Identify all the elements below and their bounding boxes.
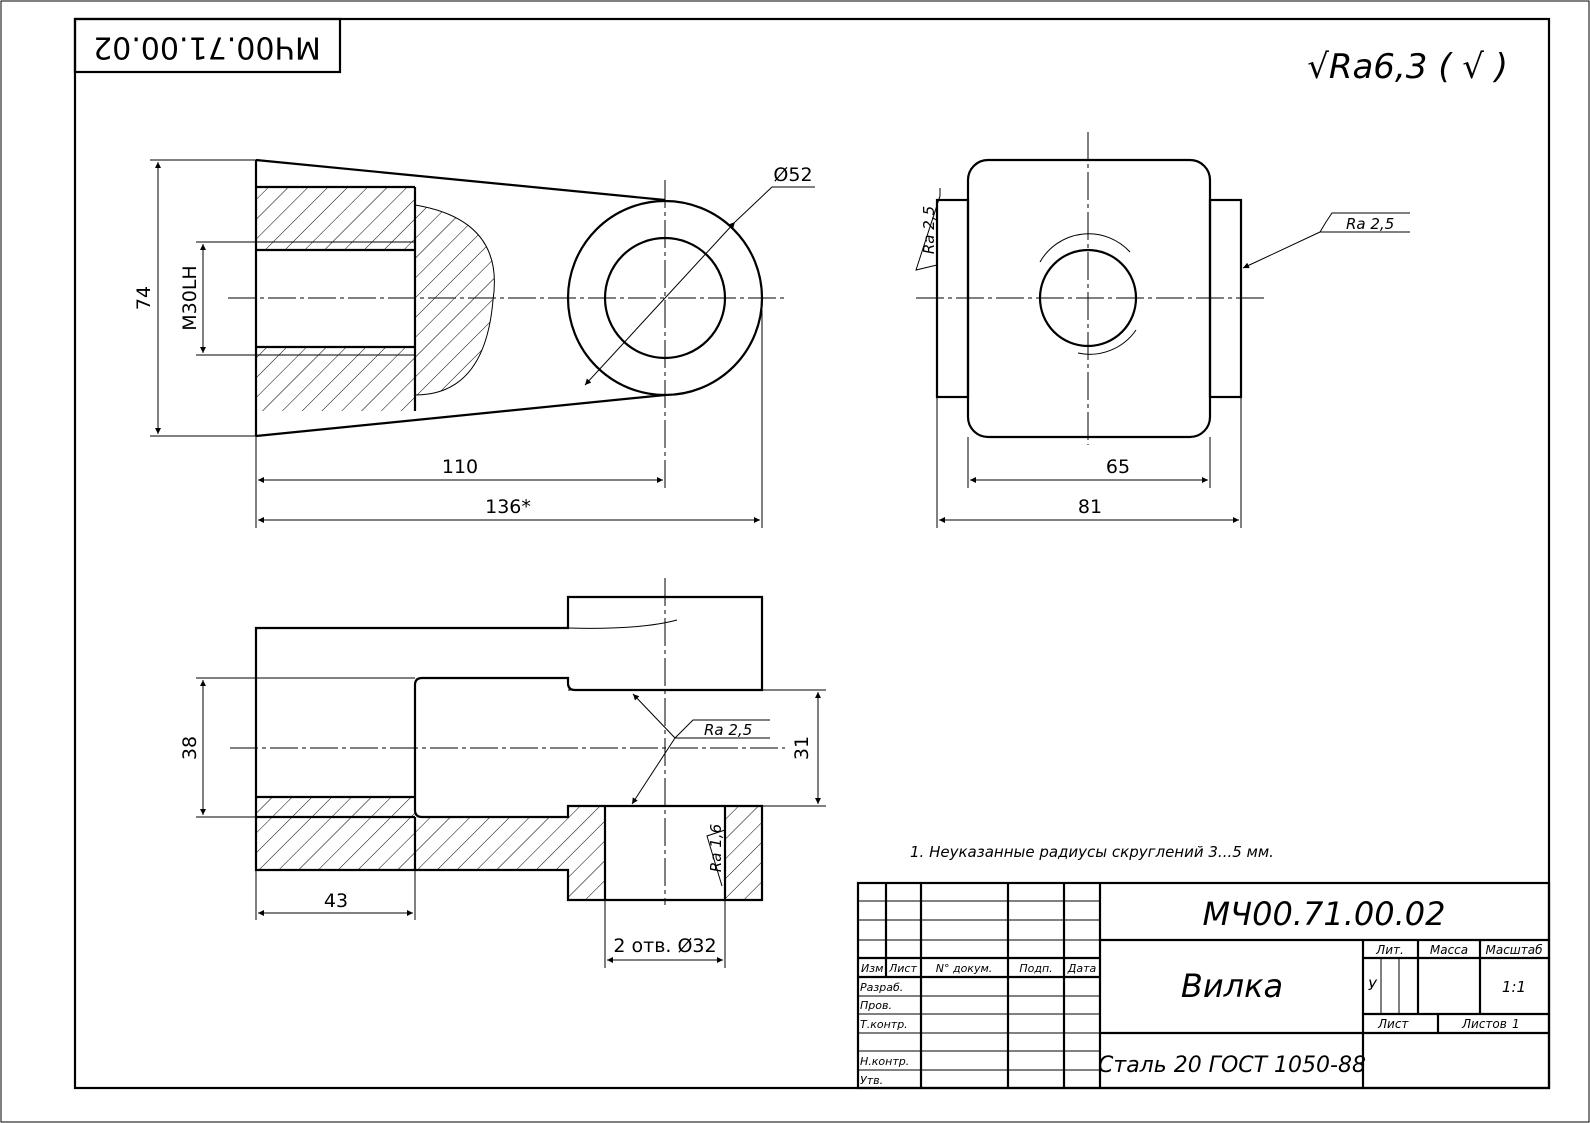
dim-136: 136*: [485, 496, 531, 518]
sheets-label: Листов: [1461, 1017, 1507, 1031]
scale-label: Масштаб: [1485, 943, 1543, 957]
front-view: 74 M30LH 110 136* Ø52: [133, 158, 815, 528]
header-date: Дата: [1067, 962, 1097, 975]
ra16: Ra 1,6: [707, 824, 725, 872]
dim-m30lh: M30LH: [179, 265, 201, 330]
material: Сталь 20 ГОСТ 1050-88: [1098, 1053, 1366, 1078]
doc-code: МЧ00.71.00.02: [1203, 895, 1446, 933]
role-tkontr: Т.контр.: [860, 1018, 908, 1031]
sheet-label: Лист: [1377, 1017, 1409, 1031]
mass-label: Масса: [1430, 943, 1468, 957]
side-view: 65 81 Ra 2,5 Ra 2,5: [915, 132, 1410, 528]
scale-value: 1:1: [1502, 978, 1526, 996]
dim-81: 81: [1078, 496, 1102, 518]
part-name: Вилка: [1181, 967, 1283, 1005]
dim-43: 43: [324, 890, 348, 912]
dim-110: 110: [442, 456, 478, 478]
header-izm: Изм: [861, 962, 883, 975]
role-prov: Пров.: [860, 999, 892, 1012]
role-nkontr: Н.контр.: [860, 1055, 909, 1068]
sheets-value: 1: [1512, 1017, 1520, 1031]
dim-74: 74: [133, 286, 155, 310]
plan-view: 38 31 43 2 отв. Ø32 Ra 2,5 Ra 1,6: [179, 578, 826, 968]
lit-value: У: [1368, 978, 1378, 994]
title-block: Изм Лист N° докум. Подп. Дата Разраб. Пр…: [856, 881, 1551, 1090]
role-utv: Утв.: [860, 1074, 883, 1087]
ra25-bottom: Ra 2,5: [704, 721, 752, 739]
stamp-box: [73, 17, 342, 74]
general-roughness: √Ra6,3 ( √ ): [1307, 47, 1508, 87]
dim-31: 31: [791, 736, 813, 760]
drawing-frame: [73, 17, 1551, 1090]
lit-label: Лит.: [1375, 943, 1404, 957]
role-razrab: Разраб.: [860, 981, 903, 994]
dim-38: 38: [179, 736, 201, 760]
stamp-code: МЧ00.71.00.02: [93, 30, 321, 65]
note-1: 1. Неуказанные радиусы скруглений 3...5 …: [910, 843, 1274, 861]
header-sign: Подп.: [1019, 962, 1052, 975]
ra25-left: Ra 2,5: [920, 206, 938, 254]
header-list: Лист: [888, 962, 917, 975]
dim-holes: 2 отв. Ø32: [613, 935, 716, 957]
header-doc: N° докум.: [936, 962, 993, 975]
dim-d52: Ø52: [773, 164, 812, 186]
ra25-right: Ra 2,5: [1346, 215, 1394, 233]
dim-65: 65: [1106, 456, 1130, 478]
